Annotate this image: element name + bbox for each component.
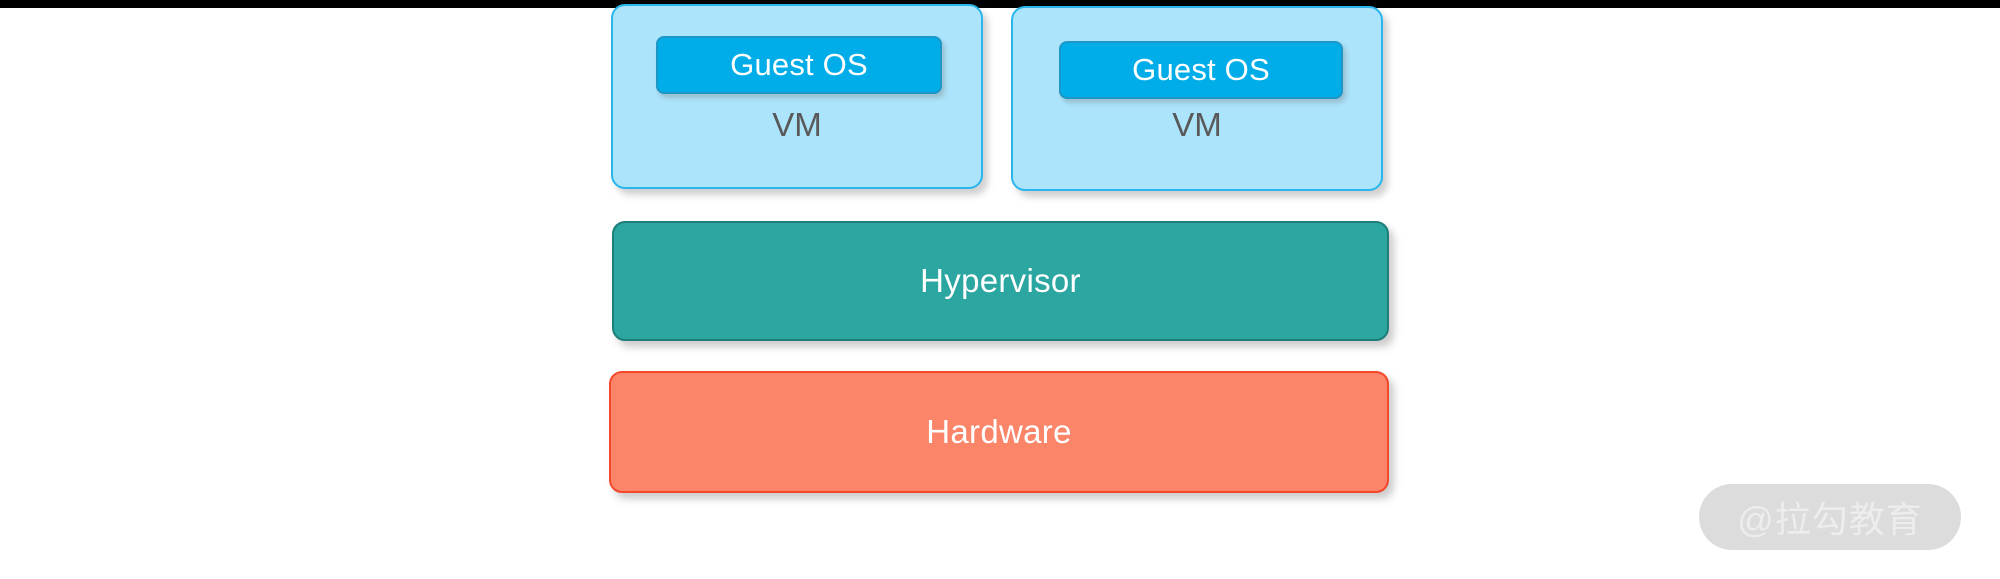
hypervisor-layer-bar[interactable]: Hypervisor (612, 221, 1389, 341)
watermark-badge: @拉勾教育 (1699, 484, 1961, 550)
guest-os-box-2[interactable]: Guest OS (1059, 41, 1343, 99)
vm-label-2: VM (1172, 106, 1222, 143)
vm-label-1: VM (772, 106, 822, 143)
guest-os-box-1[interactable]: Guest OS (656, 36, 942, 94)
top-black-band (0, 0, 2000, 8)
vm-box-1[interactable]: Guest OS VM (611, 4, 983, 189)
vm-layer-row: Guest OS VM Guest OS VM (611, 4, 1391, 194)
hardware-layer-bar[interactable]: Hardware (609, 371, 1389, 493)
vm-box-2[interactable]: Guest OS VM (1011, 6, 1383, 191)
